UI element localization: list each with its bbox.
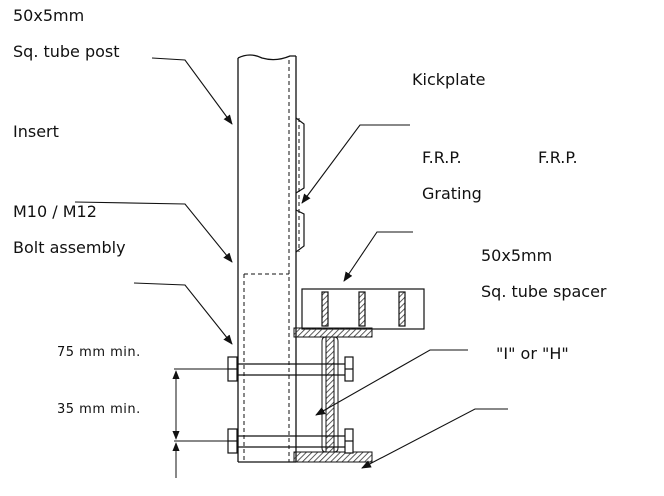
leader-lines: [74, 57, 508, 469]
label-kickplate: Kickplate: [412, 70, 486, 89]
label-insert: Insert: [13, 122, 59, 141]
label-spacer-name: Sq. tube spacer: [481, 282, 607, 301]
label-bolt-size: M10 / M12: [13, 202, 97, 221]
label-post-size: 50x5mm: [13, 6, 85, 25]
label-spacer-size: 50x5mm: [481, 246, 553, 265]
label-post-name: Sq. tube post: [13, 42, 120, 61]
label-frp-2: F.R.P.: [538, 148, 578, 167]
label-dim-75: 75 mm min.: [57, 345, 141, 360]
post-insert: [243, 273, 289, 462]
frp-grating: [301, 288, 425, 330]
label-frp-1: F.R.P.: [422, 148, 462, 167]
label-bolt-assembly: Bolt assembly: [13, 238, 126, 257]
label-beam: "I" or "H": [496, 344, 569, 363]
square-tube-post: [237, 54, 297, 463]
bolt-lower: [227, 428, 354, 454]
label-grating: Grating: [422, 184, 482, 203]
i-h-beam: [293, 327, 373, 463]
dimension-lines: [172, 368, 228, 478]
label-dim-35: 35 mm min.: [57, 402, 141, 417]
kickplate-profile: [295, 117, 305, 253]
